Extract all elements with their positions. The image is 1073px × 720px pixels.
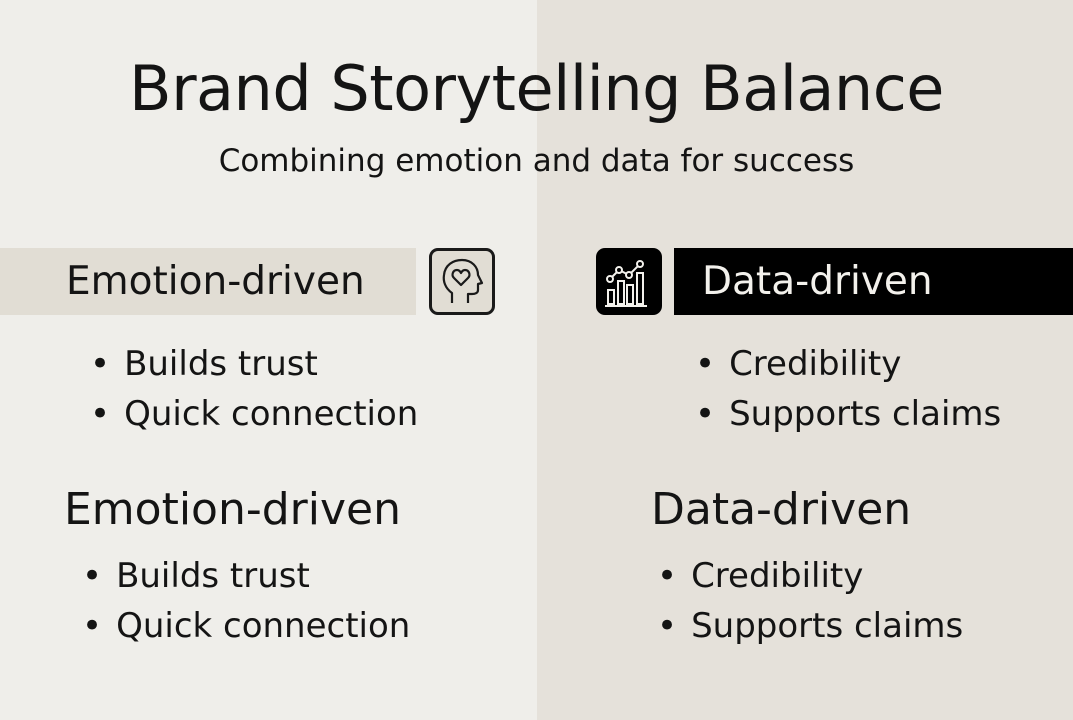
list-item: Supports claims [657, 601, 963, 651]
bar-line-chart-icon [596, 248, 662, 315]
emotion-header: Emotion-driven [0, 248, 416, 315]
head-heart-icon [429, 248, 495, 315]
data-header: Data-driven [674, 248, 1073, 315]
list-item: Quick connection [90, 389, 418, 439]
list-item: Builds trust [90, 339, 418, 389]
page-subtitle: Combining emotion and data for success [218, 143, 855, 179]
list-item: Builds trust [82, 551, 410, 601]
list-item: Supports claims [695, 389, 1001, 439]
list-item: Credibility [695, 339, 1001, 389]
list-item: Credibility [657, 551, 963, 601]
emotion-bullet-list-secondary: Builds trust Quick connection [82, 551, 410, 651]
data-bullet-list-secondary: Credibility Supports claims [657, 551, 963, 651]
data-bullet-list: Credibility Supports claims [695, 339, 1001, 439]
list-item: Quick connection [82, 601, 410, 651]
emotion-heading-secondary: Emotion-driven [64, 484, 401, 535]
page-title: Brand Storytelling Balance [129, 52, 944, 125]
emotion-bullet-list: Builds trust Quick connection [90, 339, 418, 439]
data-heading-secondary: Data-driven [651, 484, 912, 535]
